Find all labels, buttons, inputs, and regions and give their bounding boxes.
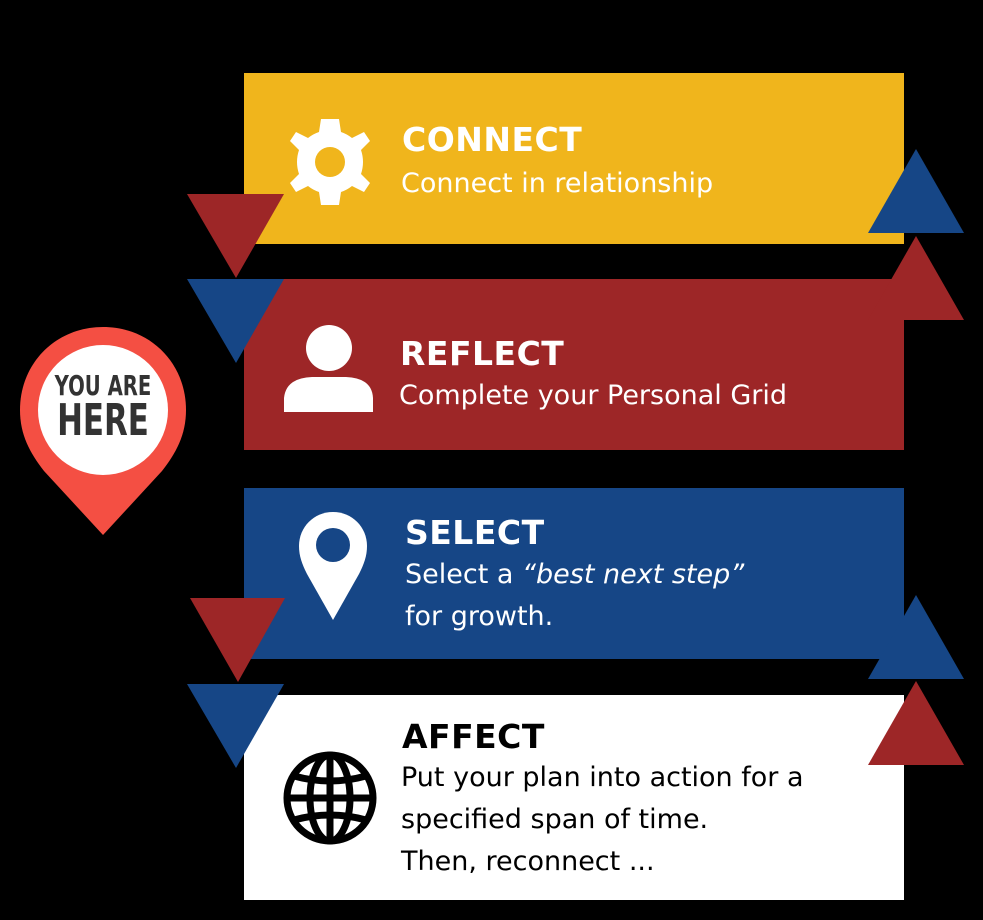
step-connect: CONNECT Connect in relationship	[244, 73, 904, 244]
step-description: Put your plan into action for a specifie…	[401, 757, 804, 883]
step-affect: AFFECT Put your plan into action for a s…	[244, 695, 904, 900]
down-arrow-triangle-blue	[187, 684, 284, 768]
down-arrow-triangle-blue	[187, 279, 284, 363]
globe-icon	[282, 750, 378, 850]
map-marker-icon	[20, 327, 186, 535]
gear-icon	[284, 115, 376, 213]
step-description-prefix: Select a	[405, 559, 523, 590]
pin-label-line2: HERE	[57, 395, 149, 446]
step-description-line2: specified span of time.	[401, 804, 709, 835]
up-arrow-triangle-blue	[868, 595, 964, 679]
step-title: SELECT	[405, 513, 545, 552]
step-reflect: REFLECT Complete your Personal Grid	[244, 279, 904, 450]
up-arrow-triangle-red	[868, 681, 964, 765]
step-description-emphasis: “best next step”	[522, 559, 745, 590]
step-select: SELECT Select a “best next step” for gro…	[244, 488, 904, 659]
step-description-line3: Then, reconnect ...	[401, 846, 655, 877]
person-icon	[284, 324, 374, 416]
step-description: Connect in relationship	[401, 168, 714, 199]
down-arrow-triangle-red	[190, 598, 285, 682]
you-are-here-pin: YOU ARE HERE	[18, 325, 188, 540]
step-description-line2: for growth.	[405, 601, 554, 632]
step-title: AFFECT	[402, 717, 545, 756]
step-description: Select a “best next step” for growth.	[405, 554, 744, 638]
up-arrow-triangle-blue	[868, 149, 964, 233]
step-description: Complete your Personal Grid	[399, 380, 788, 411]
pin-label-line1: YOU ARE	[54, 369, 152, 402]
step-title: CONNECT	[402, 120, 583, 159]
map-pin-icon	[297, 510, 369, 626]
step-description-line1: Put your plan into action for a	[401, 762, 804, 793]
up-arrow-triangle-red	[868, 236, 964, 320]
down-arrow-triangle-red	[187, 194, 284, 278]
step-title: REFLECT	[400, 334, 565, 373]
